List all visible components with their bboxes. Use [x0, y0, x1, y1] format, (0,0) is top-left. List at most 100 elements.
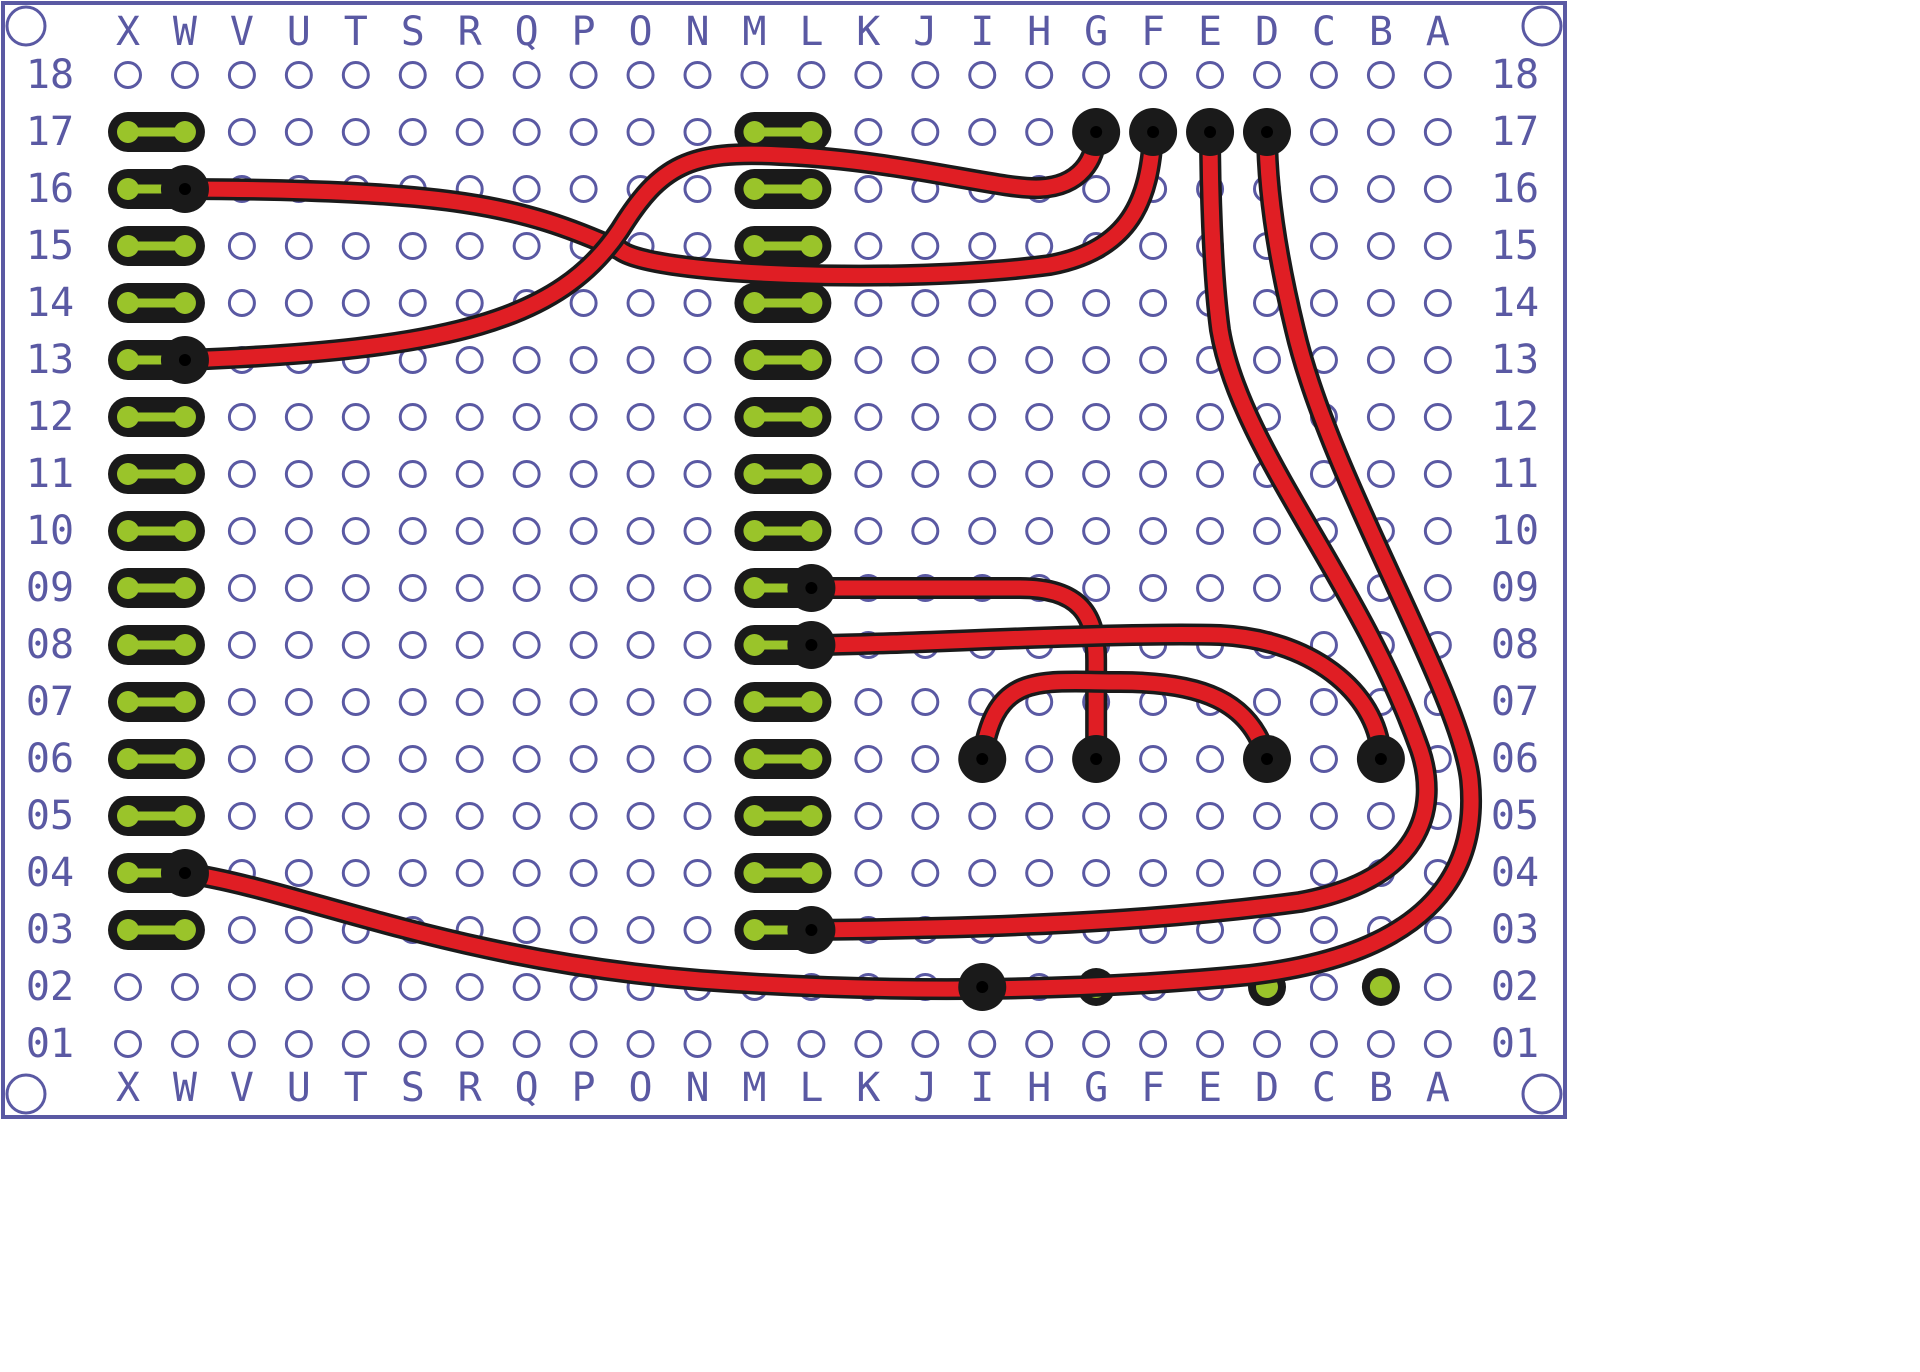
hole: [683, 232, 712, 260]
hole: [1309, 1030, 1338, 1058]
hole: [227, 118, 256, 146]
hole: [1309, 916, 1338, 944]
hole: [455, 517, 484, 545]
hole: [341, 574, 370, 602]
hole: [512, 802, 541, 830]
hole: [1253, 61, 1281, 89]
wire: [800, 623, 1392, 770]
hole: [455, 118, 484, 146]
hole: [512, 631, 541, 659]
hole: [114, 973, 142, 1001]
hole: [1366, 232, 1395, 260]
hole: [455, 574, 484, 602]
hole: [1139, 574, 1168, 602]
column-label-bottom: Q: [515, 1065, 539, 1111]
hole: [1025, 859, 1054, 887]
row-label-right: 16: [1491, 166, 1539, 212]
column-label-bottom: S: [401, 1065, 425, 1111]
hole: [797, 61, 826, 89]
mounting-holes: [5, 5, 1563, 1115]
hole: [170, 1030, 199, 1058]
hole: [398, 1030, 427, 1058]
strip-right-pair: [734, 511, 832, 551]
hole: [854, 1030, 883, 1058]
hole: [1366, 61, 1395, 89]
hole: [284, 745, 313, 773]
hole: [114, 1030, 142, 1058]
column-label-top: N: [685, 9, 709, 55]
row-label-left: 05: [26, 793, 74, 839]
hole: [626, 460, 655, 488]
column-label-bottom: M: [742, 1065, 766, 1111]
strip-left-pair: [108, 397, 205, 437]
row-label-right: 02: [1491, 964, 1539, 1010]
hole: [1309, 118, 1338, 146]
hole: [569, 118, 598, 146]
hole: [398, 973, 427, 1001]
solder-pad-hole: [976, 981, 989, 993]
hole: [854, 289, 883, 317]
column-label-top: F: [1141, 9, 1165, 55]
hole: [398, 232, 427, 260]
column-label-top: B: [1369, 9, 1393, 55]
column-label-top: K: [856, 9, 880, 55]
hole: [114, 61, 142, 89]
row-label-right: 18: [1491, 52, 1539, 98]
hole: [341, 118, 370, 146]
hole: [398, 631, 427, 659]
hole: [911, 802, 940, 830]
column-label-bottom: B: [1369, 1065, 1393, 1111]
column-label-top: G: [1084, 9, 1108, 55]
hole: [455, 631, 484, 659]
strip-right-pair: [734, 853, 832, 893]
hole: [341, 973, 370, 1001]
mounting-hole-bottom-left: [5, 1073, 47, 1115]
hole: [455, 460, 484, 488]
hole: [398, 517, 427, 545]
hole: [227, 631, 256, 659]
row-label-left: 12: [26, 394, 74, 440]
column-label-bottom: P: [572, 1065, 596, 1111]
hole: [284, 574, 313, 602]
hole: [683, 859, 712, 887]
strip-right-pair: [734, 397, 832, 437]
strip-left-pair: [108, 739, 205, 779]
hole: [968, 232, 997, 260]
strip-left-pair: [108, 910, 205, 950]
column-label-bottom: R: [458, 1065, 483, 1111]
hole: [284, 859, 313, 887]
row-label-right: 17: [1491, 109, 1539, 155]
hole: [626, 61, 655, 89]
row-label-right: 04: [1491, 850, 1539, 896]
hole: [398, 859, 427, 887]
column-label-top: X: [116, 9, 140, 55]
hole: [1196, 460, 1225, 488]
hole: [1139, 61, 1168, 89]
hole: [740, 61, 769, 89]
hole: [1423, 517, 1452, 545]
hole: [1366, 118, 1395, 146]
hole: [854, 517, 883, 545]
hole: [854, 118, 883, 146]
hole: [1139, 802, 1168, 830]
solder-pad-hole: [1374, 753, 1387, 765]
hole: [341, 1030, 370, 1058]
row-label-left: 06: [26, 736, 74, 782]
wire-core: [974, 673, 1275, 767]
hole: [968, 118, 997, 146]
hole: [1423, 289, 1452, 317]
hole: [569, 802, 598, 830]
hole: [170, 61, 199, 89]
hole: [626, 517, 655, 545]
hole: [1253, 688, 1281, 716]
strip-left-pair: [108, 625, 205, 665]
hole: [569, 745, 598, 773]
column-label-bottom: U: [287, 1065, 311, 1111]
hole: [284, 403, 313, 431]
hole: [1309, 61, 1338, 89]
hole: [512, 175, 541, 203]
column-label-top: S: [401, 9, 425, 55]
hole: [455, 1030, 484, 1058]
